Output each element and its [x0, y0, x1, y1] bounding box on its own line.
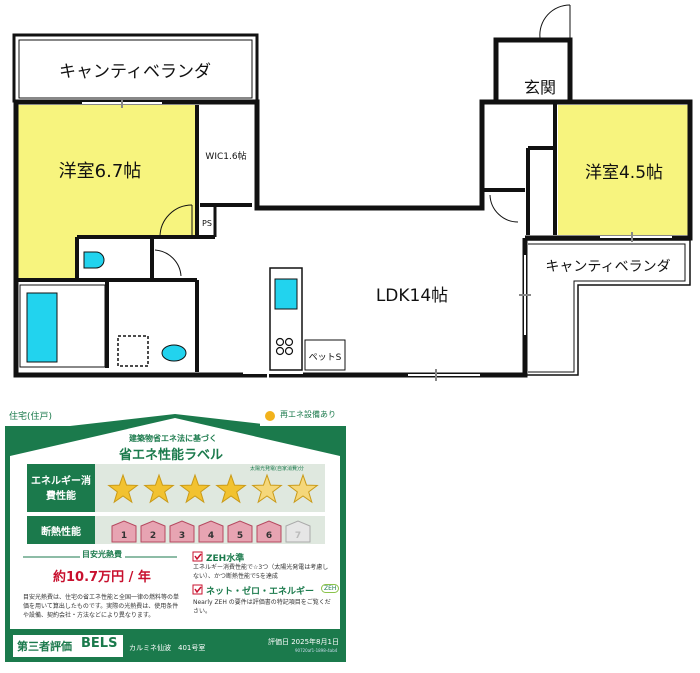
stove-icon: [275, 337, 294, 356]
room-east-label: 洋室4.5帖: [585, 163, 663, 183]
wic-label: WIC1.6帖: [205, 150, 246, 162]
solar-note: 太陽光発電(自家消費)分: [250, 466, 304, 472]
insulation-level-label: 4: [208, 531, 214, 541]
room-east: [558, 105, 690, 235]
room-west: [18, 105, 195, 278]
washbasin-icon: [161, 344, 187, 362]
energy-star: [251, 473, 283, 504]
insulation-level-label: 3: [179, 531, 185, 541]
cost-value: 約10.7万円 / 年: [53, 570, 151, 585]
energy-star: [215, 473, 247, 504]
label-title: 省エネ性能ラベル: [119, 448, 224, 463]
insulation-level-mark: [140, 520, 166, 543]
insulation-level-mark: [169, 520, 195, 543]
energy-star: [143, 473, 175, 504]
pet-storage-label: ペットS: [309, 353, 342, 363]
kitchen-counter: [269, 267, 303, 371]
sink-icon: [274, 278, 298, 310]
energy-label: 1 2 3 4 5 6 7 住宅(住戸) 再エネ設備あり 建築物省エネ法に基づく 省エネ性能…: [5, 406, 346, 662]
zeh-title: ZEH水準: [206, 554, 245, 564]
label-code: 90720af1-1898-4ab4: [295, 648, 338, 653]
insulation-level-label: 2: [150, 531, 156, 541]
property-name: カルミネ仙波 401号室: [129, 644, 206, 652]
housing-type: 住宅(住戸): [9, 412, 53, 422]
insulation-level-mark: [111, 520, 137, 543]
bels-logo: BELS: [81, 636, 118, 651]
third-party-label: 第三者評価: [17, 640, 72, 653]
cost-heading: 目安光熱費: [82, 550, 122, 559]
renewable-badge: 再エネ設備あり: [280, 410, 336, 419]
label-subtitle: 建築物省エネ法に基づく: [129, 434, 217, 443]
washing-machine-space: [117, 335, 149, 367]
entrance-label: 玄関: [524, 78, 556, 97]
room-west-label: 洋室6.7帖: [59, 161, 142, 182]
insulation-level-label: 6: [266, 531, 272, 541]
insulation-level-label: 7: [295, 531, 301, 541]
zeh-text: エネルギー消費性能で☆3つ（太陽光発電は考慮しない）、かつ断熱性能で5を達成: [193, 564, 329, 580]
nzeh-text: Nearly ZEH の要件は評価書の特記項目をご覧ください。: [193, 599, 331, 615]
eval-date: 評価日 2025年8月1日: [268, 638, 339, 646]
insulation-row-label: 断熱性能: [41, 527, 81, 538]
floor-plan: キャンティベランダ 洋室6.7帖 WIC1.6帖 PS 玄関 洋室4.5帖 キャ…: [12, 4, 693, 381]
insulation-level-mark: [227, 520, 253, 543]
insulation-level-mark: [256, 520, 282, 543]
insulation-level-label: 5: [237, 531, 243, 541]
toilet-icon: [83, 251, 105, 269]
cost-note: 目安光熱費は、住宅の省エネ性能と全国一律の燃料等の単価を用いて算出したものです。…: [23, 594, 180, 619]
ps-label: PS: [202, 219, 212, 228]
energy-star: [287, 473, 319, 504]
ldk-label: LDK14帖: [376, 286, 448, 306]
veranda-right-label: キャンティベランダ: [545, 259, 670, 275]
bathtub-icon: [26, 292, 58, 363]
insulation-level-mark: [198, 520, 224, 543]
energy-star: [107, 473, 139, 504]
insulation-level-mark: [285, 520, 311, 543]
veranda-left-label: キャンティベランダ: [59, 62, 211, 82]
nzeh-title: ネット・ゼロ・エネルギー: [206, 587, 315, 597]
pet-storage: [304, 339, 346, 371]
insulation-level-label: 1: [121, 531, 127, 541]
energy-row-label: エネルギー消費性能: [31, 476, 91, 502]
energy-star: [179, 473, 211, 504]
nzeh-badge: ZEH: [321, 584, 340, 593]
